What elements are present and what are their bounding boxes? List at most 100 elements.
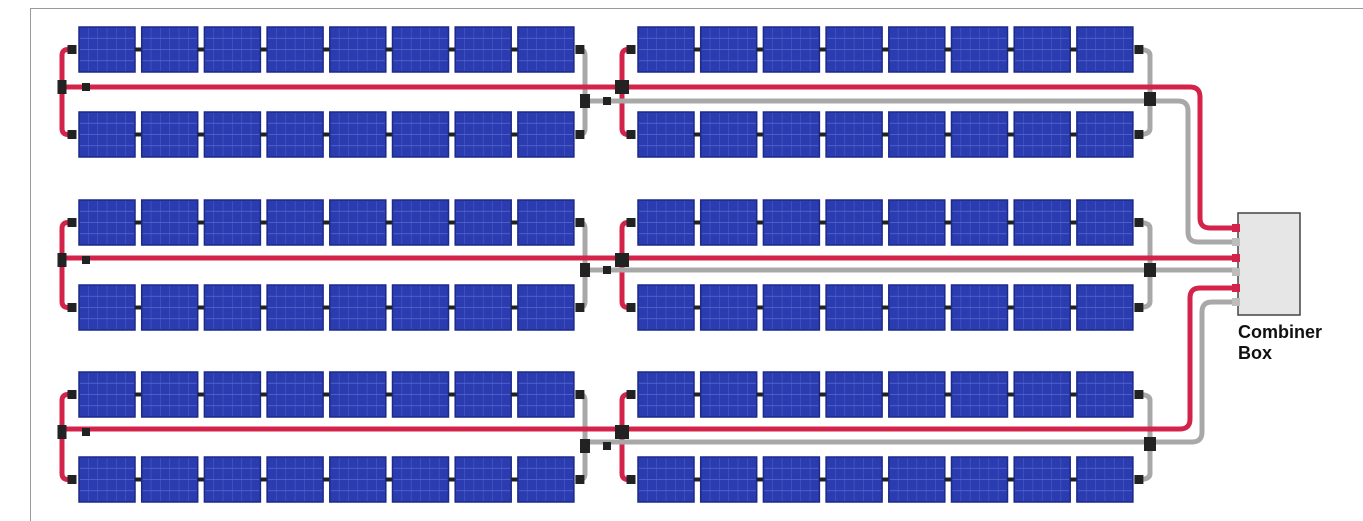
module-jumper: [882, 132, 889, 137]
solar-module: [888, 111, 946, 158]
module-jumper: [448, 305, 456, 310]
combiner-terminal-positive: [1232, 284, 1240, 292]
module-jumper: [944, 132, 952, 137]
solar-module: [203, 284, 262, 331]
module-jumper: [511, 47, 518, 52]
branch-connector: [603, 97, 611, 105]
module-jumper: [511, 392, 518, 397]
module-jumper: [882, 220, 889, 225]
module-jumper: [197, 305, 205, 310]
solar-module: [637, 26, 695, 73]
solar-module: [699, 284, 758, 331]
string-end-connector: [575, 390, 585, 399]
module-jumper: [323, 392, 330, 397]
solar-module: [266, 284, 324, 331]
module-jumper: [944, 220, 952, 225]
module-jumper: [756, 477, 764, 482]
module-jumper: [385, 47, 393, 52]
branch-connector: [1144, 92, 1156, 106]
module-jumper: [197, 392, 205, 397]
solar-module: [329, 26, 387, 73]
module-jumper: [756, 220, 764, 225]
module-jumper: [135, 305, 142, 310]
solar-module: [1013, 284, 1071, 331]
wires-layer: [59, 47, 1239, 482]
module-jumper: [944, 392, 952, 397]
solar-module: [266, 371, 324, 418]
module-jumper: [260, 477, 268, 482]
module-jumper: [1007, 305, 1015, 310]
module-jumper: [385, 132, 393, 137]
solar-module: [950, 111, 1009, 158]
string-end-connector: [626, 303, 636, 312]
module-jumper: [385, 305, 393, 310]
solar-module: [78, 371, 136, 418]
branch-connector: [57, 253, 67, 267]
solar-module: [140, 26, 199, 73]
module-jumper: [694, 47, 701, 52]
solar-module: [888, 26, 946, 73]
module-jumper: [260, 305, 268, 310]
solar-module: [1076, 371, 1134, 418]
solar-module: [391, 456, 450, 503]
module-jumper: [1007, 392, 1015, 397]
solar-module: [950, 284, 1009, 331]
module-jumper: [135, 47, 142, 52]
solar-module: [329, 456, 387, 503]
module-jumper: [1007, 477, 1015, 482]
solar-module: [140, 456, 199, 503]
branch-connector: [580, 263, 590, 277]
solar-module: [1013, 26, 1071, 73]
module-jumper: [323, 132, 330, 137]
solar-module: [1013, 111, 1071, 158]
string-end-connector: [575, 218, 585, 227]
combiner-terminal-positive: [1232, 224, 1240, 232]
solar-module: [1076, 456, 1134, 503]
string-end-connector: [626, 475, 636, 484]
module-jumper: [819, 477, 827, 482]
solar-module: [203, 456, 262, 503]
module-jumper: [385, 477, 393, 482]
module-jumper: [1070, 220, 1077, 225]
solar-module: [825, 371, 883, 418]
module-jumper: [448, 47, 456, 52]
module-jumper: [944, 305, 952, 310]
string-end-connector: [626, 45, 636, 54]
branch-connector: [580, 94, 590, 108]
solar-module: [762, 284, 821, 331]
string-end-connector: [67, 130, 77, 139]
solar-module: [329, 284, 387, 331]
module-jumper: [1070, 392, 1077, 397]
module-jumper: [1070, 47, 1077, 52]
branch-connector: [615, 80, 629, 94]
solar-module: [140, 199, 199, 246]
module-jumper: [756, 305, 764, 310]
solar-module: [266, 26, 324, 73]
combiner-terminal-positive: [1232, 254, 1240, 262]
module-jumper: [260, 132, 268, 137]
solar-module: [762, 371, 821, 418]
solar-module: [825, 284, 883, 331]
combiner-box-label: Combiner Box: [1238, 322, 1322, 364]
solar-module: [517, 456, 575, 503]
solar-module: [391, 26, 450, 73]
module-jumper: [819, 220, 827, 225]
string-end-connector: [575, 475, 585, 484]
solar-module: [517, 26, 575, 73]
solar-module: [699, 371, 758, 418]
diagram-frame: [30, 8, 1363, 521]
string-end-connector: [67, 45, 77, 54]
module-jumper: [1007, 220, 1015, 225]
solar-module: [950, 199, 1009, 246]
string-end-connector: [1134, 475, 1144, 484]
solar-module: [391, 199, 450, 246]
module-jumper: [197, 47, 205, 52]
module-jumper: [385, 220, 393, 225]
solar-module: [1076, 26, 1134, 73]
module-jumper: [448, 220, 456, 225]
string-end-connector: [626, 218, 636, 227]
combiner-box: [1237, 212, 1301, 316]
solar-module: [637, 199, 695, 246]
module-jumper: [694, 392, 701, 397]
positive-trunk-to-combiner: [59, 285, 1239, 432]
